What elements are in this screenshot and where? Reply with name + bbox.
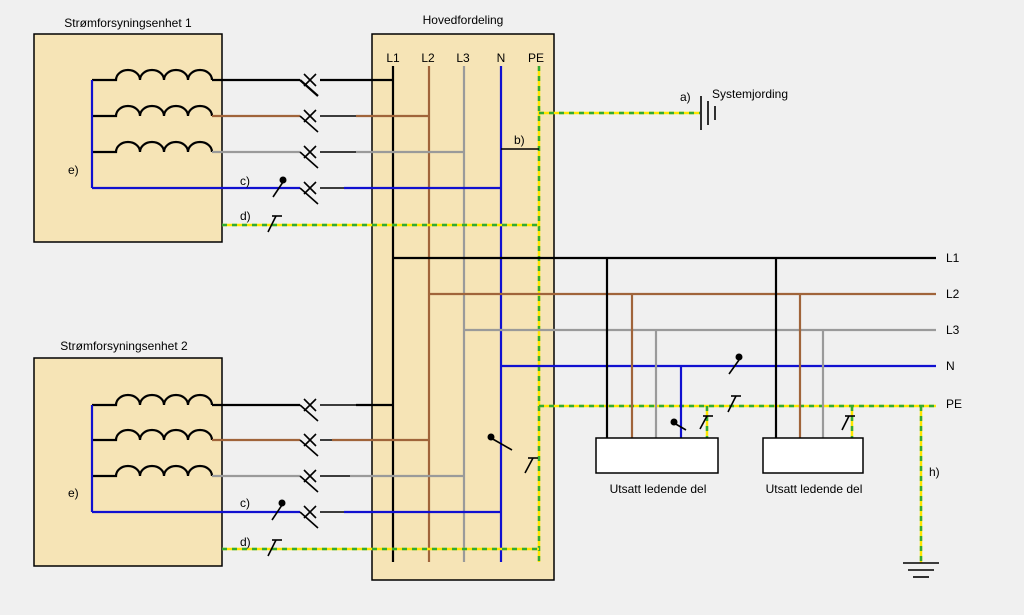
load-1-box bbox=[595, 437, 719, 474]
outgoing-n-switch bbox=[728, 353, 743, 375]
pe-switch-main bbox=[524, 457, 538, 474]
busbar-label-l1: L1 bbox=[386, 51, 400, 65]
supply-unit-1-feeders bbox=[212, 78, 501, 205]
n-switch-main bbox=[487, 433, 513, 451]
pe-link-d-unit-2 bbox=[222, 539, 539, 557]
supply-unit-2-label: e) bbox=[68, 486, 79, 500]
supply-unit-2-box bbox=[33, 357, 223, 567]
load-1-label: Utsatt ledende del bbox=[610, 482, 707, 496]
outgoing-pe-switch bbox=[727, 395, 741, 413]
pe-link-d-unit-1 bbox=[222, 215, 539, 233]
label-b: b) bbox=[514, 133, 525, 147]
system-earthing bbox=[539, 96, 716, 130]
load-2-box bbox=[762, 437, 864, 474]
label-h: h) bbox=[929, 465, 940, 479]
supply-unit-2-breakers bbox=[303, 398, 317, 519]
supply-unit-1-title: Strømforsyningsenhet 1 bbox=[64, 16, 192, 30]
main-distribution-title: Hovedfordeling bbox=[423, 13, 504, 27]
load-2-label: Utsatt ledende del bbox=[766, 482, 863, 496]
supply-unit-1-windings bbox=[90, 68, 300, 190]
busbar-label-l2: L2 bbox=[421, 51, 435, 65]
earth-h bbox=[903, 406, 939, 578]
system-earthing-label: Systemjording bbox=[712, 87, 788, 101]
busbar-label-pe: PE bbox=[528, 51, 544, 65]
outgoing-label-l3: L3 bbox=[946, 323, 960, 337]
supply-unit-1-breakers bbox=[303, 73, 317, 195]
label-c-unit-2: c) bbox=[240, 496, 250, 510]
supply-unit-2-feeders bbox=[212, 403, 501, 529]
load-2-connections bbox=[774, 258, 855, 438]
supply-unit-1-box bbox=[33, 33, 223, 243]
label-c-unit-1: c) bbox=[240, 174, 250, 188]
load-1-connections bbox=[605, 258, 713, 438]
outgoing-label-l2: L2 bbox=[946, 287, 960, 301]
label-a: a) bbox=[680, 90, 691, 104]
supply-unit-1-label: e) bbox=[68, 163, 79, 177]
supply-unit-2-windings bbox=[90, 393, 300, 514]
outgoing-label-n: N bbox=[946, 359, 955, 373]
label-d-unit-2: d) bbox=[240, 535, 251, 549]
switch-c-unit-2 bbox=[271, 499, 286, 521]
busbar-label-l3: L3 bbox=[456, 51, 470, 65]
outgoing-label-pe: PE bbox=[946, 397, 962, 411]
label-d-unit-1: d) bbox=[240, 209, 251, 223]
switch-c-unit-1 bbox=[272, 176, 287, 198]
busbar-label-n: N bbox=[497, 51, 506, 65]
supply-unit-2-title: Strømforsyningsenhet 2 bbox=[60, 339, 188, 353]
outgoing-label-l1: L1 bbox=[946, 251, 960, 265]
